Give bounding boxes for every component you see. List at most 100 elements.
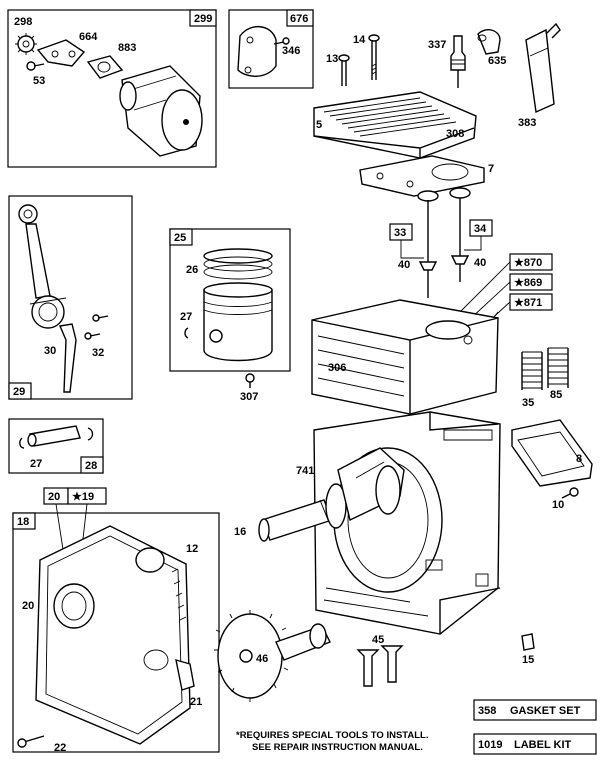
callout-635: 635	[488, 55, 506, 67]
callout-27-pin: 27	[30, 458, 42, 470]
callout-337: 337	[428, 39, 446, 51]
pin-clip-left	[19, 437, 25, 449]
callout-19: ★19	[72, 491, 94, 503]
bracket-part	[36, 39, 86, 67]
callout-308: 308	[446, 128, 464, 140]
screw-10-part: 10	[552, 487, 579, 511]
plug-15-part: 15	[521, 633, 535, 666]
intake-valve-head	[449, 187, 471, 199]
callout-26: 26	[186, 264, 198, 276]
callout-5: 5	[316, 119, 322, 131]
crankcase-cover-part	[35, 525, 195, 745]
wrist-pin-part	[29, 425, 81, 447]
callout-8: 8	[576, 453, 582, 465]
cylinder-head-part: 5 308	[313, 91, 477, 159]
valve-springs-part: 35 85	[521, 347, 569, 409]
callout-box-676	[286, 9, 314, 27]
ignition-lead-part: 383	[518, 22, 561, 129]
piston-rings-part	[203, 248, 273, 280]
callout-383: 383	[518, 117, 536, 129]
group-box-676	[228, 9, 314, 89]
callout-28: 28	[85, 460, 97, 472]
callout-16: 16	[234, 526, 246, 538]
callout-33: 33	[394, 227, 406, 239]
cover-plate-group: 676 346	[228, 9, 314, 89]
group-box-29	[8, 195, 133, 400]
callout-18: 18	[17, 516, 29, 528]
callout-871: ★871	[514, 297, 542, 309]
starter-motor-part	[119, 65, 203, 157]
label-kit-label: LABEL KIT	[514, 739, 572, 751]
connecting-rod-group: 29 30 32	[8, 195, 133, 400]
screw-307-part: 307	[240, 373, 258, 403]
callout-12: 12	[186, 543, 198, 555]
crankcase-cover-group: 18 20 ★19 12 20 21	[12, 487, 220, 753]
callout-20: 20	[22, 600, 34, 612]
callout-10: 10	[552, 499, 564, 511]
callout-13: 13	[326, 53, 338, 65]
valve-group: 33 34 40 40	[389, 187, 493, 298]
rod-bolt-part	[84, 314, 109, 340]
group-box-28	[8, 418, 104, 474]
callout-box-299	[189, 9, 217, 27]
callout-20-box: 20	[48, 491, 60, 503]
gasket-set-label: GASKET SET	[510, 705, 581, 717]
wrist-pin-group: 28 27	[8, 418, 104, 474]
gasket-set-box	[473, 699, 597, 721]
head-gasket-part: 7	[359, 155, 494, 197]
callout-34: 34	[474, 223, 487, 235]
screw-53-part	[26, 61, 45, 71]
label-kit-number: 1019	[478, 739, 502, 751]
piston-part	[203, 282, 273, 362]
callout-27-piston: 27	[180, 311, 192, 323]
callout-741: 741	[296, 465, 314, 477]
label-kit-box	[473, 733, 597, 755]
breather-assembly-part: 8	[511, 419, 593, 487]
tappets-part: 45	[356, 634, 404, 687]
callout-869: ★869	[514, 277, 542, 289]
group-box-18	[12, 512, 220, 753]
group-box-299	[7, 9, 217, 168]
callout-45: 45	[372, 634, 384, 646]
exhaust-valve-head	[417, 190, 439, 202]
wrist-pin-clip	[184, 327, 189, 339]
callout-box-18	[12, 512, 36, 530]
callout-676: 676	[290, 13, 308, 25]
callout-299: 299	[194, 13, 212, 25]
footnote-line-2: SEE REPAIR INSTRUCTION MANUAL.	[252, 742, 423, 753]
group-box-25	[169, 228, 291, 372]
callout-box-29	[8, 382, 32, 400]
rod-dipper-part	[59, 323, 77, 393]
callout-53: 53	[33, 75, 45, 87]
cover-screw-22-part: 22	[17, 735, 66, 754]
callout-40-right: 40	[474, 257, 486, 269]
callout-7: 7	[488, 163, 494, 175]
callout-box-25	[169, 228, 193, 246]
callout-32: 32	[92, 347, 104, 359]
callout-306: 306	[328, 362, 346, 374]
callout-40-left: 40	[398, 259, 410, 271]
callout-664: 664	[79, 31, 98, 43]
callout-46: 46	[256, 653, 268, 665]
gasket-set-kit: 358 GASKET SET	[473, 699, 597, 721]
cover-plate-part	[237, 26, 277, 77]
gasket-set-number: 358	[478, 705, 496, 717]
callout-85: 85	[550, 389, 562, 401]
spark-plug: 337	[428, 35, 466, 88]
callout-22: 22	[54, 742, 66, 754]
callout-883: 883	[118, 42, 136, 54]
callout-29: 29	[13, 386, 25, 398]
callout-15: 15	[522, 654, 534, 666]
callout-307: 307	[240, 391, 258, 403]
callout-25: 25	[174, 232, 186, 244]
spark-plug-boot: 635	[477, 29, 506, 67]
callout-346: 346	[282, 45, 300, 57]
piston-group: 25 26 27	[169, 228, 291, 372]
pinion-gear-part	[15, 33, 37, 55]
crankshaft-part: 741 16	[234, 447, 405, 542]
head-bolts: 14 13	[326, 34, 380, 86]
starter-motor-group: 299 298 664 883 53	[7, 9, 217, 168]
cylinder-block-part: 306	[311, 299, 501, 635]
callout-35: 35	[522, 397, 534, 409]
